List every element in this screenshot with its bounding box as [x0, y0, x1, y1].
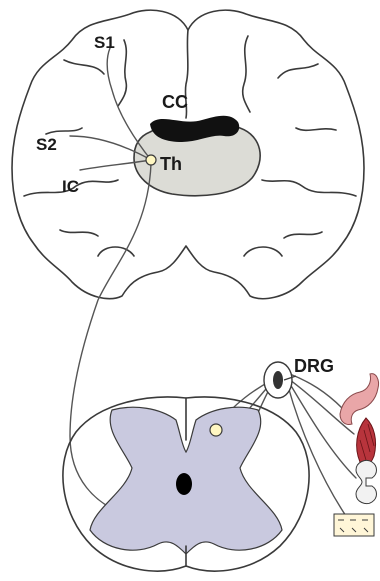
- sulcus-left-3: [46, 128, 82, 134]
- joint-icon: [356, 460, 377, 503]
- sulcus-right-2: [278, 64, 318, 78]
- brain-coronal-section: [12, 10, 364, 299]
- sulcus-right-1: [243, 36, 250, 112]
- drg-cell-icon: [273, 371, 283, 389]
- central-canal: [176, 473, 192, 495]
- label-ic: IC: [62, 177, 79, 196]
- lateral-sulcus-right: [262, 180, 356, 196]
- label-cc: CC: [162, 92, 188, 112]
- skin-surface-icon: [334, 514, 374, 536]
- skin-receptor-icon: [340, 374, 379, 425]
- spinal-cord-section: [63, 397, 309, 571]
- dorsal-horn-neuron-icon: [210, 424, 222, 436]
- sulcus-right-4: [284, 232, 322, 238]
- sulcus-left-4: [60, 230, 98, 236]
- nerve-to-joint: [290, 384, 356, 478]
- temporal-contour-right: [244, 247, 282, 256]
- dorsal-root-ganglion: [264, 362, 292, 398]
- nerve-to-skin: [290, 374, 342, 408]
- nerve-to-skin-surface: [288, 386, 346, 516]
- label-drg: DRG: [294, 356, 334, 376]
- peripheral-targets: [334, 374, 379, 536]
- sulcus-right-3: [296, 128, 336, 130]
- sulcus-left-1: [118, 40, 126, 106]
- sulcus-left-2: [64, 60, 104, 74]
- label-s1: S1: [94, 33, 115, 52]
- temporal-contour-left: [98, 247, 134, 256]
- label-th: Th: [160, 154, 182, 174]
- thalamic-neuron-icon: [146, 155, 156, 165]
- label-s2: S2: [36, 135, 57, 154]
